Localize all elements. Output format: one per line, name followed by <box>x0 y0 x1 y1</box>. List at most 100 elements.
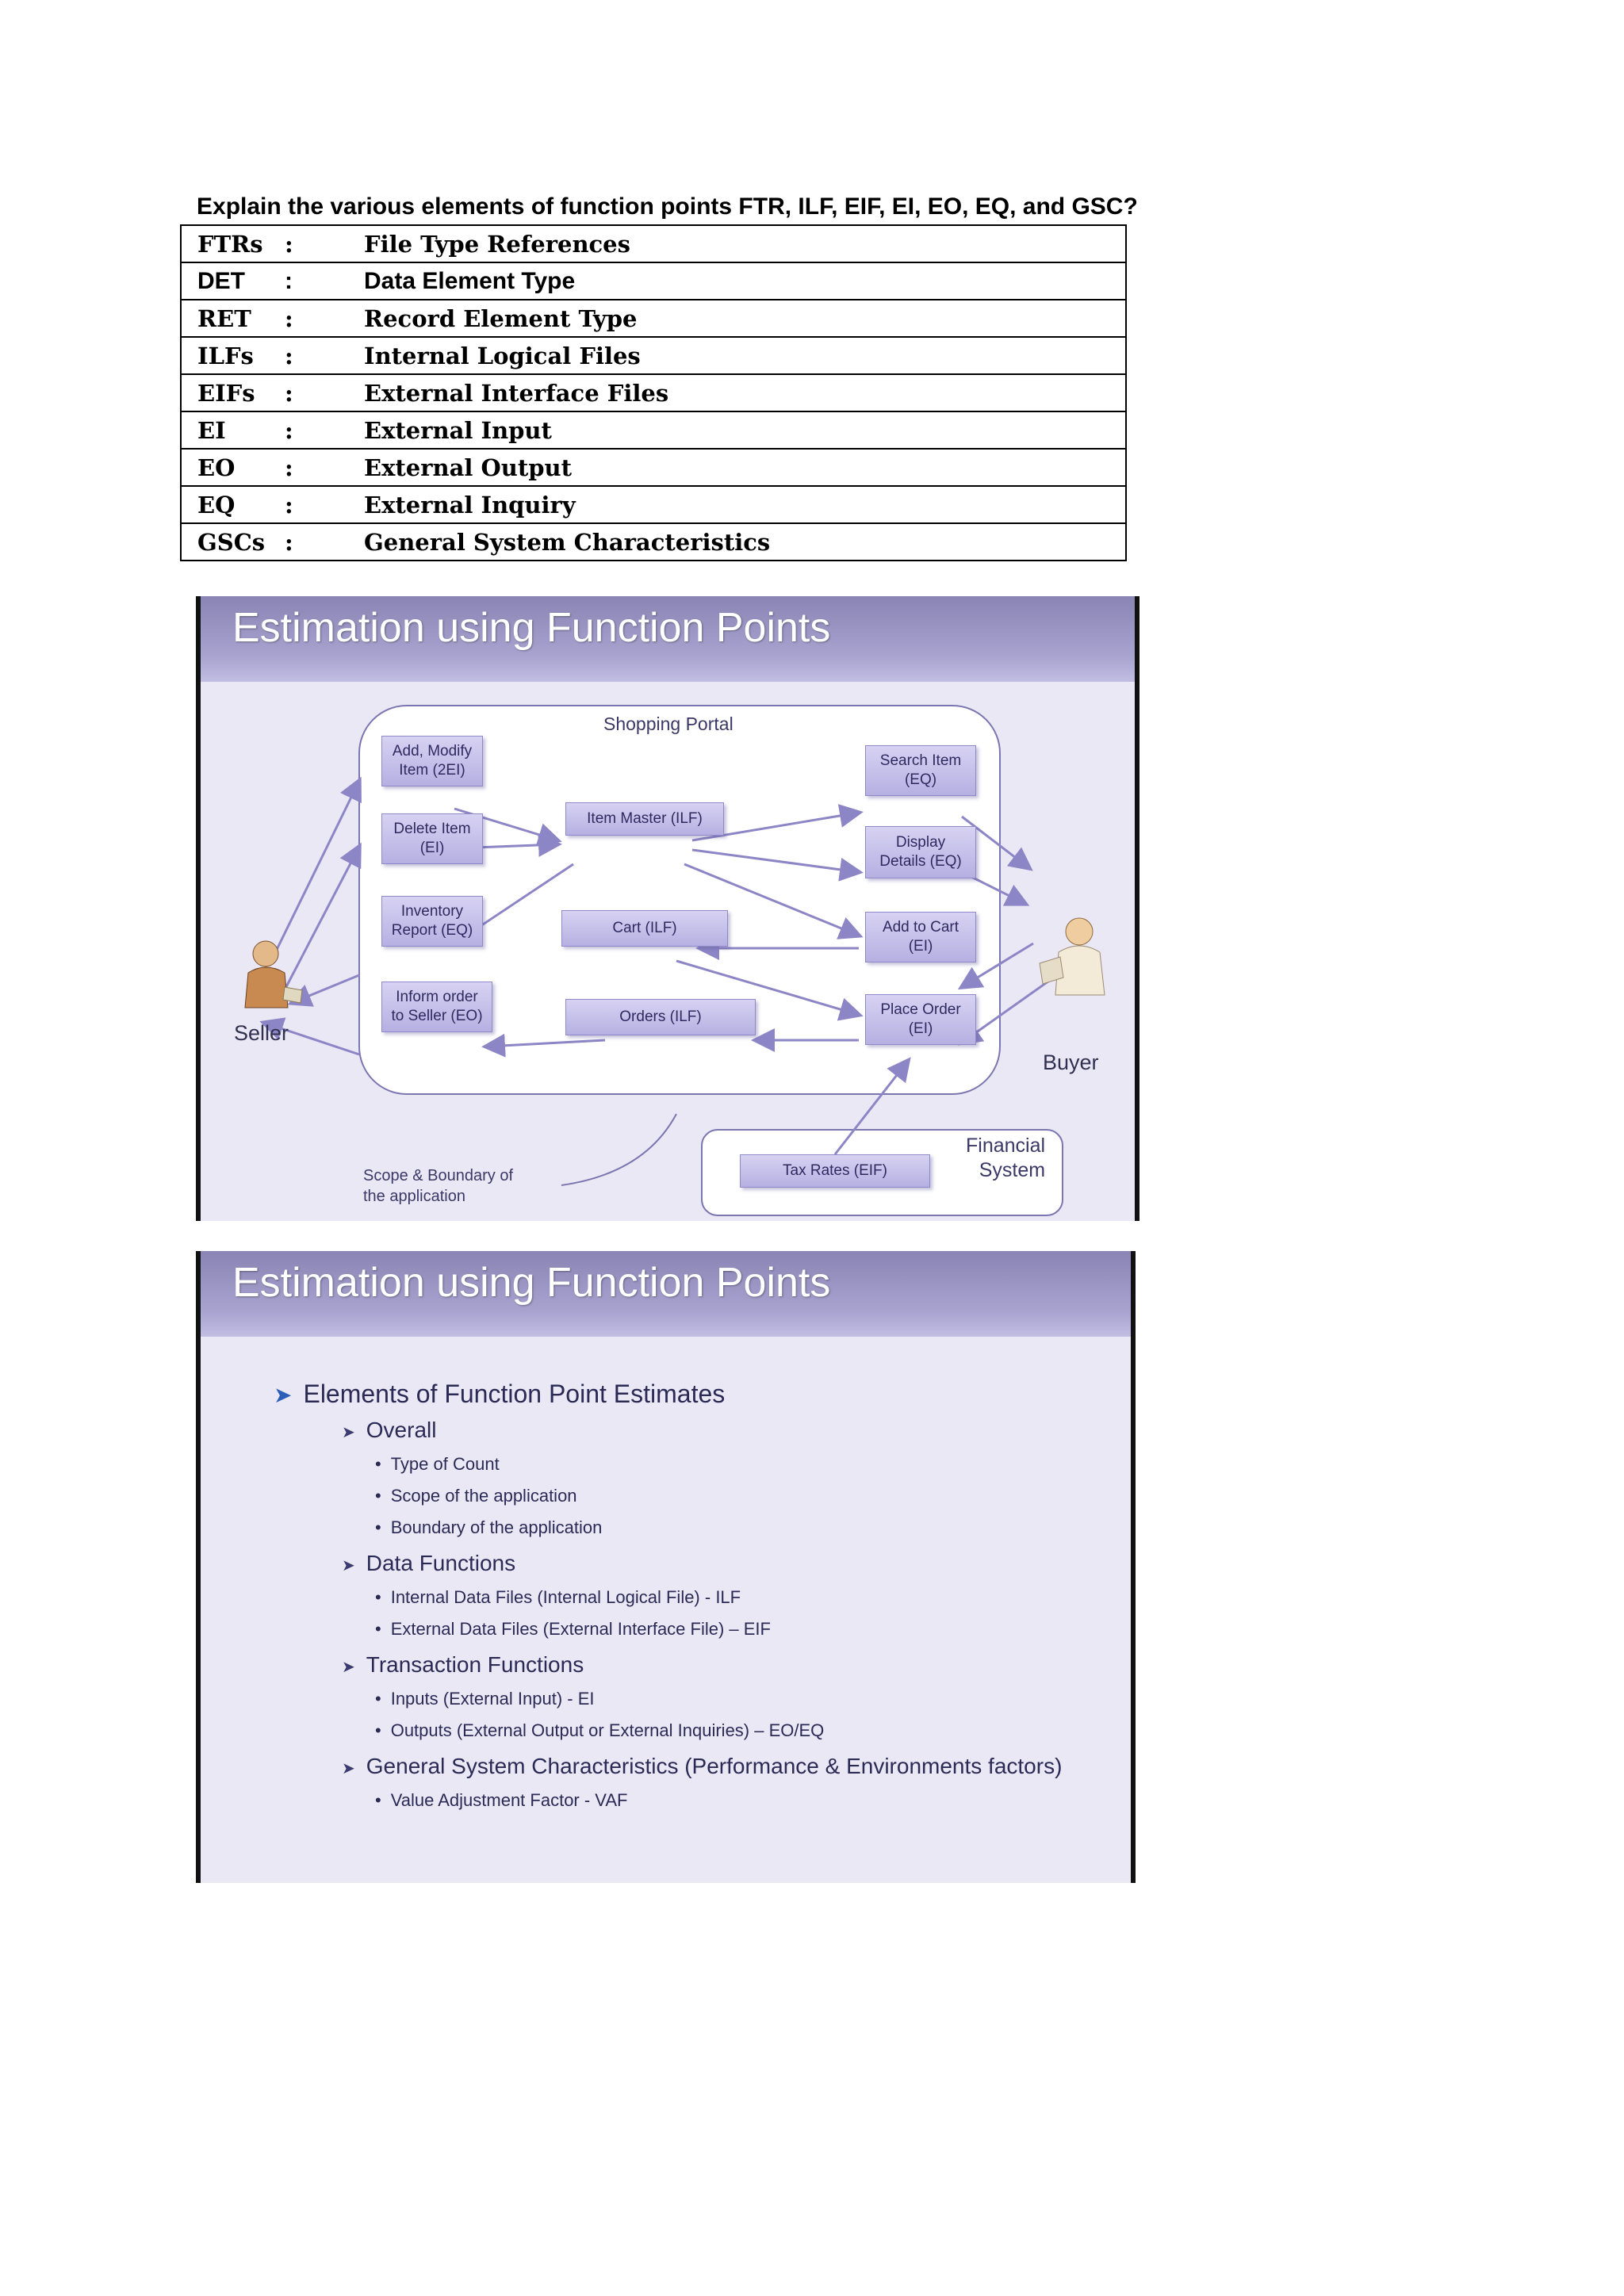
financial-system-label: Financial System <box>966 1134 1045 1184</box>
slide-title: Estimation using Function Points <box>232 1259 830 1307</box>
bullet-arrow-icon: ➤ <box>342 1760 355 1777</box>
section-label: Overall <box>366 1418 437 1442</box>
item-text: Type of Count <box>391 1454 500 1474</box>
table-row: EIFs:External Interface Files <box>181 374 1126 411</box>
term-abbr: RET <box>197 305 285 332</box>
bullet-dot-icon: • <box>375 1454 381 1474</box>
bullet-arrow-icon: ➤ <box>342 1659 355 1676</box>
term-colon: : <box>285 380 364 407</box>
term-colon: : <box>285 417 364 444</box>
bullet-arrow-icon: ➤ <box>342 1424 355 1441</box>
box-add-modify-item: Add, Modify Item (2EI) <box>381 736 483 786</box>
term-meaning: Internal Logical Files <box>364 342 641 369</box>
table-row: RET:Record Element Type <box>181 300 1126 337</box>
list-item: ➤Elements of Function Point Estimates <box>274 1380 725 1409</box>
term-abbr: EI <box>197 417 285 444</box>
list-item: ➤ General System Characteristics (Perform… <box>342 1754 1062 1779</box>
box-display-details: Display Details (EQ) <box>865 826 976 878</box>
term-colon: : <box>285 492 364 519</box>
slide-title: Estimation using Function Points <box>232 604 830 652</box>
section-label: Transaction Functions <box>366 1652 584 1677</box>
term-colon: : <box>285 342 364 369</box>
item-text: Boundary of the application <box>391 1517 603 1537</box>
term-meaning: File Type References <box>364 231 630 258</box>
box-inventory-report: Inventory Report (EQ) <box>381 896 483 947</box>
term-colon: : <box>285 305 364 332</box>
slide-header: Estimation using Function Points <box>201 596 1135 682</box>
term-colon: : <box>285 231 364 258</box>
bullet-dot-icon: • <box>375 1689 381 1709</box>
term-meaning: External Output <box>364 454 572 481</box>
list-item: ➤ Data Functions <box>342 1551 515 1576</box>
term-colon: : <box>285 454 364 481</box>
box-cart: Cart (ILF) <box>561 910 728 947</box>
term-meaning: General System Characteristics <box>364 529 770 556</box>
bullet-arrow-icon: ➤ <box>342 1557 355 1575</box>
list-item: • Outputs (External Output or External In… <box>375 1720 824 1741</box>
box-inform-order: Inform order to Seller (EO) <box>381 982 492 1032</box>
list-item: •Internal Data Files (Internal Logical F… <box>375 1587 741 1608</box>
section-label: General System Characteristics (Performa… <box>366 1754 1063 1778</box>
bullet-dot-icon: • <box>375 1619 381 1639</box>
scope-boundary-label: Scope & Boundary of the application <box>363 1165 513 1207</box>
function-points-diagram-slide: Estimation using Function Points <box>196 596 1139 1221</box>
bullet-list: ➤Elements of Function Point Estimates ➤O… <box>201 1337 1131 1883</box>
term-meaning: External Interface Files <box>364 380 668 407</box>
question-heading: Explain the various elements of function… <box>197 193 1243 220</box>
list-item: • Type of Count <box>375 1454 500 1475</box>
table-row: GSCs:General System Characteristics <box>181 523 1126 561</box>
buyer-label: Buyer <box>1043 1050 1099 1075</box>
term-colon: : <box>285 529 364 556</box>
seller-figure-icon <box>232 932 308 1019</box>
box-search-item: Search Item (EQ) <box>865 745 976 796</box>
item-text: Outputs (External Output or External Inq… <box>391 1720 825 1740</box>
term-meaning: Record Element Type <box>364 305 637 332</box>
term-meaning: External Input <box>364 417 552 444</box>
bullet-dot-icon: • <box>375 1587 381 1607</box>
list-item: ➤ Overall <box>342 1418 436 1443</box>
term-meaning: External Inquiry <box>364 492 576 519</box>
list-item: • Boundary of the application <box>375 1517 602 1538</box>
term-abbr: ILFs <box>197 342 285 369</box>
function-points-elements-slide: Estimation using Function Points ➤Elemen… <box>196 1251 1136 1883</box>
term-abbr: EIFs <box>197 380 285 407</box>
box-add-to-cart: Add to Cart (EI) <box>865 912 976 962</box>
term-abbr: EO <box>197 454 285 481</box>
scope-pointer <box>561 1114 676 1185</box>
slide-header: Estimation using Function Points <box>201 1251 1131 1337</box>
term-meaning: Data Element Type <box>364 268 575 294</box>
term-abbr: EQ <box>197 492 285 519</box>
terms-table: FTRs:File Type References DET:Data Eleme… <box>180 224 1127 561</box>
list-item: • External Data Files (External Interface… <box>375 1619 771 1640</box>
list-item: •Scope of the application <box>375 1486 577 1506</box>
bullet-dot-icon: • <box>375 1720 381 1740</box>
table-row: ILFs:Internal Logical Files <box>181 337 1126 374</box>
box-place-order: Place Order (EI) <box>865 994 976 1045</box>
term-colon: : <box>285 268 364 295</box>
table-row: DET:Data Element Type <box>181 262 1126 300</box>
table-row: EI:External Input <box>181 411 1126 449</box>
bullet-dot-icon: • <box>375 1790 381 1810</box>
list-item: • Inputs (External Input) - EI <box>375 1689 594 1709</box>
list-item: ➤ Transaction Functions <box>342 1652 584 1678</box>
buyer-figure-icon <box>1035 908 1118 1011</box>
item-text: Inputs (External Input) - EI <box>391 1689 595 1709</box>
table-row: FTRs:File Type References <box>181 225 1126 262</box>
term-abbr: GSCs <box>197 529 285 556</box>
diagram-canvas: Shopping Portal Add, Modify Item (2EI) D… <box>201 682 1135 1221</box>
box-item-master: Item Master (ILF) <box>565 802 724 836</box>
box-tax-rates: Tax Rates (EIF) <box>740 1154 930 1188</box>
box-orders: Orders (ILF) <box>565 999 756 1035</box>
seller-label: Seller <box>234 1021 289 1046</box>
term-abbr: DET <box>197 268 285 295</box>
item-text: External Data Files (External Interface … <box>391 1619 771 1639</box>
table-row: EQ:External Inquiry <box>181 486 1126 523</box>
term-abbr: FTRs <box>197 231 285 258</box>
section-label: Data Functions <box>366 1551 515 1575</box>
bullet-dot-icon: • <box>375 1517 381 1537</box>
heading-text: Elements of Function Point Estimates <box>303 1380 725 1408</box>
item-text: Scope of the application <box>391 1486 577 1506</box>
shopping-portal-label: Shopping Portal <box>603 714 733 735</box>
box-delete-item: Delete Item (EI) <box>381 813 483 864</box>
table-row: EO:External Output <box>181 449 1126 486</box>
